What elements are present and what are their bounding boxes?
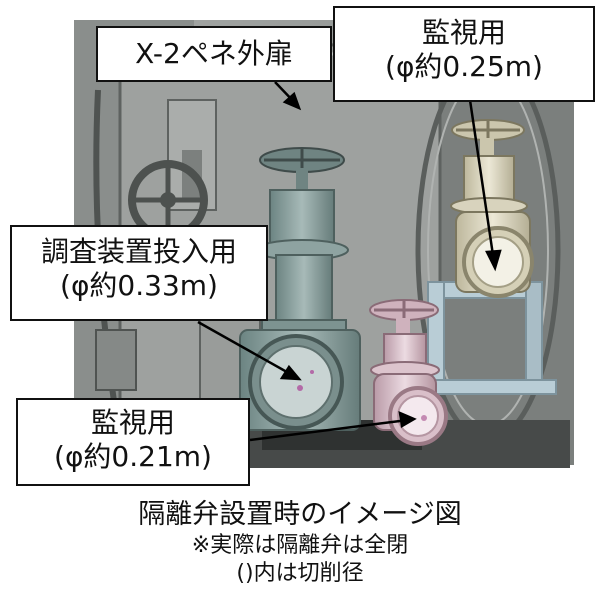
x2-door-label: X-2ペネ外扉 [96,26,332,82]
monitor-upper-diameter: (φ約0.25m) [385,49,543,83]
investigation-title: 調査装置投入用 [40,235,237,268]
monitor-lower-title: 監視用 [90,406,175,439]
monitor-upper-title: 監視用 [421,16,506,49]
door-latch [167,99,217,211]
figure-caption: 隔離弁設置時のイメージ図 ※実際は隔離弁は全閉 ()内は切削径 [0,498,600,588]
caption-title: 隔離弁設置時のイメージ図 [138,499,462,530]
caption-note-diameter: ()内は切削径 [236,561,364,586]
monitoring-valve-lower [369,299,448,446]
investigation-valve [239,147,361,431]
monitor-lower-diameter: (φ約0.21m) [54,439,212,473]
monitor-lower-label: 監視用 (φ約0.21m) [16,398,250,486]
investigation-diameter: (φ約0.33m) [60,268,218,302]
door-hinge [95,319,261,401]
monitoring-valve-upper [450,119,534,298]
investigation-label: 調査装置投入用 (φ約0.33m) [10,225,268,321]
pointer-arrows [197,81,502,442]
x2-door-text: X-2ペネ外扉 [135,37,293,70]
monitor-upper-label: 監視用 (φ約0.25m) [333,6,595,102]
caption-note-closed: ※実際は隔離弁は全閉 [191,533,409,558]
